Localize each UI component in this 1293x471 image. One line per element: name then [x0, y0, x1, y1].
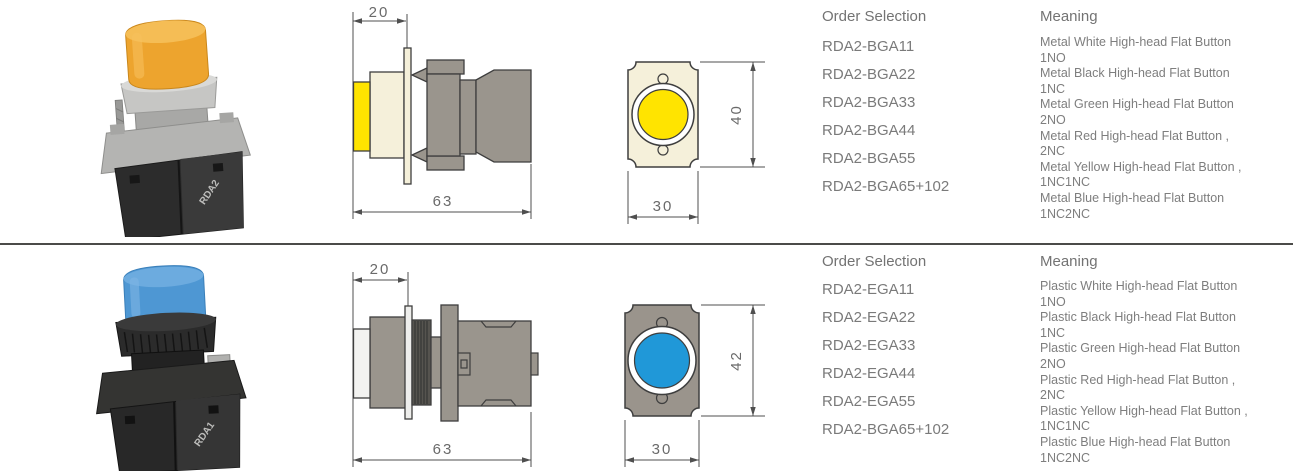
- product-photo-plastic-blue-button: RDA1: [96, 265, 247, 471]
- meaning-name: Plastic Yellow High-head Flat Button ,: [1040, 403, 1248, 418]
- meaning-name: Plastic Green High-head Flat Button: [1040, 341, 1241, 356]
- dimension-arrows: [628, 62, 756, 220]
- product-row-metal: RDA2: [100, 4, 1242, 237]
- drawing-body: [475, 69, 532, 163]
- meaning-contacts: 2NC: [1040, 388, 1066, 403]
- meaning-name: Plastic Blue High-head Flat Button: [1040, 434, 1231, 449]
- dimension-lines: [624, 304, 765, 467]
- order-item: RDA2-EGA44: [822, 365, 916, 382]
- order-item: RDA2-BGA55: [822, 150, 916, 167]
- front-view-drawing-metal: 40 30: [627, 61, 765, 224]
- meaning-name: Plastic Red High-head Flat Button ,: [1040, 372, 1236, 387]
- meaning-name: Plastic Black High-head Flat Button: [1040, 310, 1236, 325]
- dim-total-length: 63: [433, 193, 454, 210]
- drawing-head-cylinder: [369, 316, 409, 409]
- order-item: RDA2-BGA22: [822, 66, 916, 83]
- meaning-header: Meaning: [1040, 8, 1098, 25]
- order-item: RDA2-EGA22: [822, 309, 916, 326]
- drawing-button-face: [633, 332, 691, 389]
- meaning-header: Meaning: [1040, 253, 1098, 270]
- meaning-contacts: 2NO: [1040, 112, 1066, 127]
- meaning-list: Metal White High-head Flat Button 1NO Me…: [1040, 35, 1242, 222]
- meaning-list: Plastic White High-head Flat Button 1NO …: [1040, 279, 1248, 466]
- drawing-button-cap: [352, 81, 371, 152]
- meaning-contacts: 2NC: [1040, 144, 1066, 159]
- drawing-large-flange: [440, 304, 459, 422]
- dim-plate-width: 30: [653, 198, 674, 215]
- order-selection-header: Order Selection: [822, 253, 927, 270]
- dim-plate-height: 42: [728, 350, 745, 371]
- product-row-plastic: RDA1: [0, 246, 1293, 471]
- order-selection-header: Order Selection: [822, 8, 927, 25]
- dim-head-width: 20: [370, 261, 391, 278]
- meaning-contacts: 1NO: [1040, 50, 1066, 65]
- meaning-name: Metal Blue High-head Flat Button: [1040, 190, 1225, 205]
- order-item: RDA2-BGA33: [822, 94, 916, 111]
- meaning-contacts: 1NC2NC: [1040, 206, 1091, 221]
- order-item: RDA2-BGA65+102: [822, 421, 950, 438]
- meaning-contacts: 1NC: [1040, 81, 1066, 96]
- dimension-arrows: [625, 305, 756, 463]
- meaning-contacts: 1NO: [1040, 294, 1066, 309]
- product-photo-metal-yellow-button: RDA2: [100, 19, 251, 237]
- order-item: RDA2-EGA33: [822, 337, 916, 354]
- dimension-arrows: [353, 277, 531, 463]
- meaning-name: Metal Black High-head Flat Button: [1040, 66, 1230, 81]
- order-item: RDA2-EGA11: [822, 281, 915, 298]
- meaning-name: Metal Green High-head Flat Button: [1040, 97, 1234, 112]
- dim-head-width: 20: [369, 4, 390, 21]
- order-item: RDA2-BGA11: [822, 38, 915, 55]
- drawing-flange-plate: [403, 47, 412, 185]
- drawing-button-face: [637, 88, 689, 141]
- meaning-contacts: 2NO: [1040, 356, 1066, 371]
- dim-plate-height: 40: [728, 104, 745, 125]
- drawing-flange-plate: [404, 305, 413, 420]
- dim-plate-width: 30: [652, 441, 673, 458]
- drawing-head-cylinder: [369, 71, 405, 159]
- drawing-button-cap: [352, 328, 371, 399]
- meaning-name: Metal Yellow High-head Flat Button ,: [1040, 159, 1242, 174]
- meaning-name: Plastic White High-head Flat Button: [1040, 279, 1238, 293]
- meaning-name: Metal White High-head Flat Button: [1040, 35, 1232, 49]
- meaning-name: Metal Red High-head Flat Button ,: [1040, 128, 1229, 143]
- order-item: RDA2-EGA55: [822, 393, 916, 410]
- dim-total-length: 63: [433, 441, 454, 458]
- meaning-contacts: 1NC1NC: [1040, 419, 1091, 434]
- order-item: RDA2-BGA44: [822, 122, 916, 139]
- meaning-contacts: 1NC: [1040, 325, 1066, 340]
- dimension-arrows: [353, 18, 531, 215]
- order-item: RDA2-BGA65+102: [822, 178, 950, 195]
- side-view-drawing-plastic: 20 63: [352, 261, 539, 467]
- drawing-mounting-block: [426, 73, 461, 157]
- front-view-drawing-plastic: 42 30: [624, 304, 765, 467]
- meaning-contacts: 1NC2NC: [1040, 450, 1091, 465]
- row-divider: [0, 243, 1293, 245]
- meaning-contacts: 1NC1NC: [1040, 175, 1091, 190]
- side-view-drawing-metal: 20 63: [352, 4, 532, 219]
- dimension-lines: [627, 61, 765, 224]
